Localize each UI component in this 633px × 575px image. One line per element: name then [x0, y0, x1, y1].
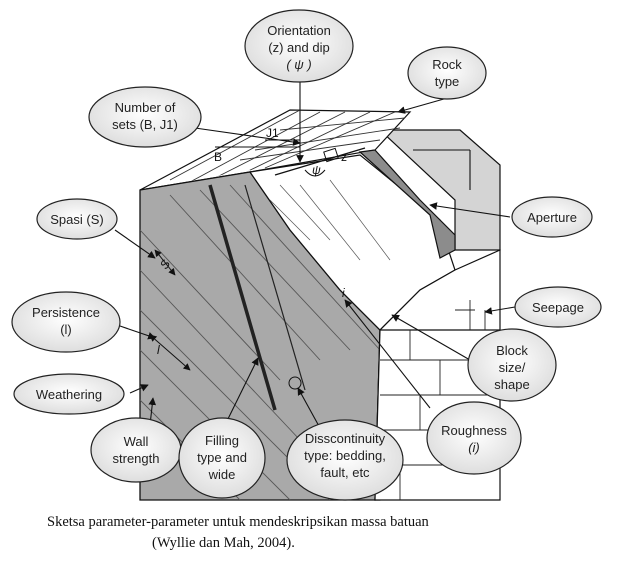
label-orientation-3: ( ψ )	[286, 57, 311, 72]
caption-line-2: (Wyllie dan Mah, 2004).	[152, 535, 295, 551]
label-persistence-1: Persistence	[32, 305, 100, 320]
label-disc-1: Disscontinuity	[305, 431, 386, 446]
discontinuity-mark	[288, 376, 302, 390]
bubble-persistence	[11, 291, 121, 353]
mark-psi: ψ	[312, 163, 321, 177]
caption-line-1: Sketsa parameter-parameter untuk mendesk…	[47, 514, 430, 530]
label-disc-2: type: bedding,	[304, 448, 386, 463]
label-bubbles	[11, 9, 602, 501]
label-spasi: Spasi (S)	[50, 212, 103, 227]
label-block-2: size/	[499, 360, 526, 375]
bubble-number-sets	[88, 86, 202, 148]
label-rock-2: type	[435, 74, 460, 89]
label-filling-3: wide	[208, 467, 236, 482]
label-persistence-2: (l)	[60, 322, 72, 337]
leader-arrows	[114, 78, 516, 429]
label-block-1: Block	[496, 343, 528, 358]
rock-block-sketch: J1 B z ψ S l i	[139, 109, 501, 501]
label-rock-1: Rock	[432, 57, 462, 72]
label-roughness-1: Roughness	[441, 423, 507, 438]
mark-j1: J1	[266, 126, 279, 140]
label-roughness-2: (i)	[468, 440, 480, 455]
filling-line	[208, 184, 277, 411]
label-wall-2: strength	[113, 451, 160, 466]
bubble-wall-strength	[90, 417, 182, 483]
bubble-seepage	[514, 286, 602, 328]
label-sets-1: Number of	[115, 100, 176, 115]
mark-b: B	[214, 150, 222, 164]
label-weathering: Weathering	[36, 387, 102, 402]
mark-l: l	[157, 343, 160, 357]
aperture-slab	[358, 149, 456, 259]
label-wall-1: Wall	[124, 434, 149, 449]
label-sets-2: sets (B, J1)	[112, 117, 178, 132]
bubble-aperture	[511, 196, 593, 238]
bubble-block	[467, 328, 557, 402]
label-aperture: Aperture	[527, 210, 577, 225]
bubble-discontinuity	[286, 419, 404, 501]
label-filling-2: type and	[197, 450, 247, 465]
label-block-3: shape	[494, 377, 529, 392]
bubble-spasi	[36, 198, 118, 240]
bubble-filling	[178, 417, 266, 499]
bubble-orientation	[244, 9, 354, 83]
label-orientation-2: (z) and dip	[268, 40, 329, 55]
label-seepage: Seepage	[532, 300, 584, 315]
bubble-weathering	[13, 373, 125, 415]
mark-z: z	[341, 150, 347, 164]
bubble-roughness	[426, 401, 522, 475]
label-disc-3: fault, etc	[320, 465, 370, 480]
label-filling-1: Filling	[205, 433, 239, 448]
bubble-rock-type	[407, 46, 487, 100]
label-orientation-1: Orientation	[267, 23, 331, 38]
mark-i: i	[342, 286, 345, 300]
